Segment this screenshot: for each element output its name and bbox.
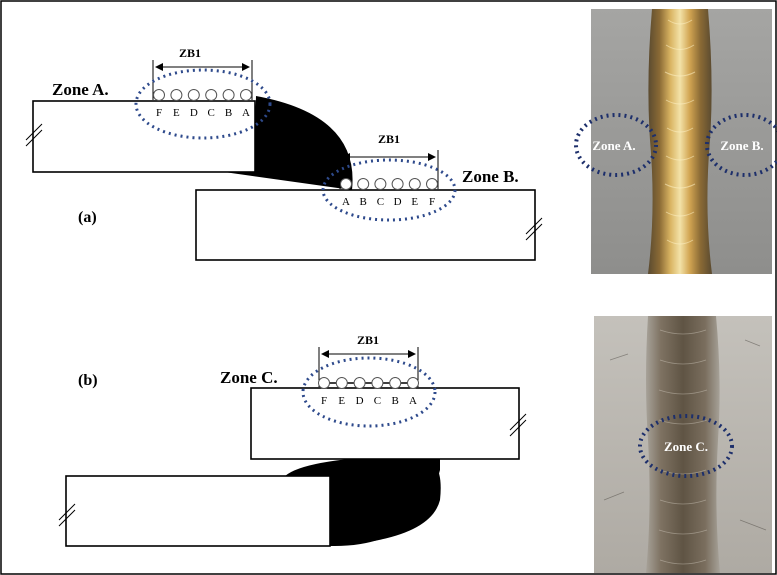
- measurement-point-label: C: [208, 107, 215, 119]
- measurement-point-label: F: [429, 196, 435, 208]
- upper-plate-b: [250, 387, 520, 460]
- photo-b: Zone C.: [594, 316, 772, 573]
- measurement-point: [240, 89, 252, 101]
- measurement-point-label: B: [225, 107, 232, 119]
- measurement-point: [389, 377, 402, 389]
- measurement-point: [170, 89, 183, 101]
- zone-a-zb-label: ZB1: [179, 46, 201, 60]
- measurement-point: [374, 178, 387, 190]
- measurement-point-label: E: [338, 395, 345, 407]
- measurement-point-label: B: [360, 196, 367, 208]
- photo-b-weld-bead: [646, 316, 720, 573]
- zone-b-ellipse: [321, 158, 457, 222]
- measurement-point: [335, 377, 348, 389]
- break-mark-icon: [25, 123, 43, 147]
- measurement-point-label: A: [242, 107, 250, 119]
- measurement-point: [187, 89, 200, 101]
- measurement-point: [153, 89, 165, 101]
- lower-plate-b: [65, 475, 331, 547]
- measurement-point-label: B: [392, 395, 399, 407]
- measurement-point: [426, 178, 438, 190]
- measurement-point: [222, 89, 235, 101]
- break-mark-icon: [58, 503, 76, 527]
- measurement-point: [318, 377, 330, 389]
- measurement-point: [353, 377, 366, 389]
- measurement-point-label: A: [342, 196, 350, 208]
- zone-c-label: Zone C.: [220, 368, 278, 387]
- zone-a-ellipse: [134, 68, 272, 140]
- measurement-point-label: D: [356, 395, 364, 407]
- measurement-point: [357, 178, 370, 190]
- zone-c-zb-label: ZB1: [357, 333, 379, 347]
- photo-zone-b-label: Zone B.: [720, 138, 763, 153]
- measurement-point-label: F: [321, 395, 327, 407]
- photo-a: Zone A. Zone B.: [574, 9, 777, 274]
- upper-plate-a: [32, 100, 256, 173]
- measurement-point-label: E: [411, 196, 418, 208]
- measurement-point-label: C: [377, 196, 384, 208]
- photo-zone-c-label: Zone C.: [664, 439, 708, 454]
- zone-b-zb-label: ZB1: [378, 132, 400, 146]
- measurement-point: [371, 377, 384, 389]
- photo-zone-c-ellipse: [638, 414, 734, 478]
- photo-zone-a-label: Zone A.: [592, 138, 635, 153]
- panel-b-label: (b): [78, 372, 98, 389]
- break-mark-icon: [525, 217, 543, 241]
- measurement-point-label: E: [173, 107, 180, 119]
- measurement-point: [407, 377, 419, 389]
- measurement-point-label: D: [190, 107, 198, 119]
- measurement-point: [205, 89, 218, 101]
- measurement-point-label: C: [374, 395, 381, 407]
- measurement-point: [408, 178, 421, 190]
- zone-b-label: Zone B.: [462, 167, 519, 186]
- photo-a-weld-bead: [648, 9, 712, 274]
- zone-c-ellipse: [301, 356, 437, 428]
- photo-zone-a-ellipse: [574, 113, 658, 177]
- break-mark-icon: [509, 413, 527, 437]
- measurement-point-label: F: [156, 107, 162, 119]
- zone-a-label: Zone A.: [52, 80, 109, 99]
- lower-plate-a: [195, 189, 536, 261]
- measurement-point-label: A: [409, 395, 417, 407]
- measurement-point: [391, 178, 404, 190]
- measurement-point-label: D: [394, 196, 402, 208]
- measurement-point: [340, 178, 352, 190]
- panel-a-label: (a): [78, 209, 97, 226]
